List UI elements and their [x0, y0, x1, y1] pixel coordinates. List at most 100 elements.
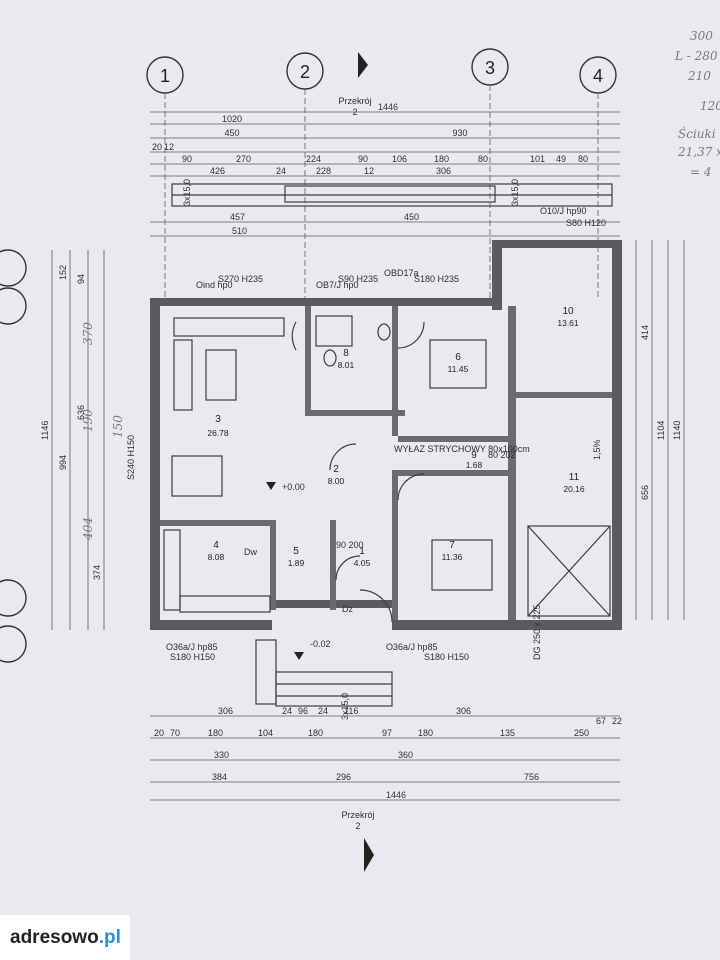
door-swing-5	[335, 555, 361, 581]
bottom-dim-total: 1446	[386, 790, 406, 800]
hand-note-2137: 21,37 x	[677, 145, 720, 159]
bottom-dim-756: 756	[524, 772, 539, 782]
wall-int-bath-bottom	[305, 410, 405, 416]
left-dim-1146: 1146	[40, 421, 50, 440]
window-top-2: S90 H235	[338, 274, 378, 284]
dim-top-306: 306	[436, 166, 451, 176]
dim-top-270: 270	[236, 154, 251, 164]
right-dim-1104: 1104	[656, 421, 666, 440]
left-dim-636: 636	[76, 405, 86, 420]
dim-top-426: 426	[210, 166, 225, 176]
room-5-number: 5	[293, 546, 299, 557]
hand-note-150: 150	[111, 415, 125, 438]
axis-markers: 1 2 3 4	[146, 48, 617, 872]
dim-top-90b: 90	[358, 154, 368, 164]
bottom-dim-180b: 180	[308, 728, 323, 738]
attic-hatch-note: WYŁAZ STRYCHOWY 80x100cm	[394, 444, 530, 454]
hand-note-210: 210	[687, 69, 711, 83]
wall-int-1	[305, 306, 311, 416]
dim-top-106: 106	[392, 154, 407, 164]
wall-int-bed7-top	[398, 470, 508, 476]
hand-note-190: 190	[81, 409, 95, 432]
wall-right	[612, 240, 622, 620]
wall-int-2	[392, 306, 398, 436]
room-4-number: 4	[213, 540, 219, 551]
car-diagonal-2	[527, 525, 611, 617]
room-11-number: 11	[569, 472, 580, 483]
bottom-dim-104: 104	[258, 728, 273, 738]
room-8-area: 8.01	[338, 360, 355, 370]
axis-2-label: 2	[300, 62, 310, 82]
bottom-dim-70: 70	[170, 728, 180, 738]
wall-int-garage-top	[508, 392, 612, 398]
coffee-table	[205, 349, 237, 401]
level-entry-marker	[294, 652, 304, 660]
kitchen-counter-bottom	[179, 595, 271, 613]
bottom-dim-250: 250	[574, 728, 589, 738]
bottom-dim-306b: 306	[456, 706, 471, 716]
sofa-side	[173, 339, 193, 411]
handwritten-left-notes: 370 150 190 404	[81, 322, 125, 541]
dim-top-457: 457	[230, 212, 245, 222]
top-terrace-steps: 3x15,0 3x15,0	[171, 179, 613, 207]
dim-top-20: 20	[152, 142, 162, 152]
watermark-brand: adresowo	[10, 926, 99, 948]
window-code-2: O36a/J hp85	[386, 642, 438, 652]
room-6-area: 11.45	[448, 364, 469, 374]
dim-top-450: 450	[224, 128, 239, 138]
wall-left	[150, 298, 160, 630]
shower	[315, 315, 353, 347]
bed-room-7	[431, 539, 493, 591]
room-6-number: 6	[455, 352, 461, 363]
window-code-1: O36a/J hp85	[166, 642, 218, 652]
window-top-1: S270 H235	[218, 274, 263, 284]
dim-top-24: 24	[276, 166, 286, 176]
room-9-number: 9	[471, 450, 477, 461]
section-label-bottom: Przekrój	[341, 810, 374, 820]
dim-top-510: 510	[232, 226, 247, 236]
watermark-logo: adresowo.pl	[0, 915, 130, 960]
wall-bottom-right	[392, 620, 622, 630]
door-dw: Dw	[244, 547, 257, 557]
hand-note-sciuki: Ściuki	[678, 125, 716, 141]
section-label-top: Przekrój	[338, 96, 371, 106]
axis-A-circle	[0, 249, 27, 287]
dim-top-930: 930	[452, 128, 467, 138]
wall-bottom-left	[150, 620, 272, 630]
dim-top-49: 49	[556, 154, 566, 164]
wall-int-kitchen	[160, 520, 270, 526]
bottom-dim-360: 360	[398, 750, 413, 760]
room-1-number: 1	[359, 546, 365, 557]
dim-top-228: 228	[316, 166, 331, 176]
window-code-4: Oind hp0	[196, 280, 233, 290]
bottom-dim-296: 296	[336, 772, 351, 782]
room-1-area: 4.05	[354, 558, 371, 568]
toilet	[323, 349, 337, 367]
bottom-entry	[255, 639, 393, 707]
steps-label-left: 3x15,0	[182, 179, 192, 206]
window-bottom-2: S180 H150	[424, 652, 469, 662]
bottom-dim-384: 384	[212, 772, 227, 782]
wall-top-left	[150, 298, 500, 306]
axis-1-label: 1	[160, 66, 170, 86]
wall-int-garage	[508, 306, 516, 620]
dim-top-450b: 450	[404, 212, 419, 222]
room-3-area: 26.78	[207, 428, 229, 438]
entry-steps	[275, 671, 393, 707]
steps-label-right: 3x15,0	[510, 179, 520, 206]
window-code-5: OB7/J hp0	[316, 280, 359, 290]
bottom-dimension-chains: 306 24 96 24 116 306 250 67 22 70 180 10…	[150, 706, 622, 801]
level-entry: -0.02	[310, 639, 331, 649]
left-dim-94: 94	[76, 274, 86, 284]
door-dz: Dz	[342, 604, 353, 614]
sink	[377, 323, 391, 341]
door-swings	[291, 321, 425, 623]
axis-D-circle	[0, 625, 27, 663]
annotations: +0.00 -0.02 1,5% S270 H235 S90 H235 S180…	[126, 206, 606, 720]
garage-door-label: DG 250 x 225	[532, 604, 542, 660]
left-dim-994: 994	[58, 455, 68, 470]
furniture	[163, 315, 611, 617]
terrace-planter	[284, 185, 496, 203]
left-dim-374: 374	[92, 565, 102, 580]
axis-3-label: 3	[485, 58, 495, 78]
